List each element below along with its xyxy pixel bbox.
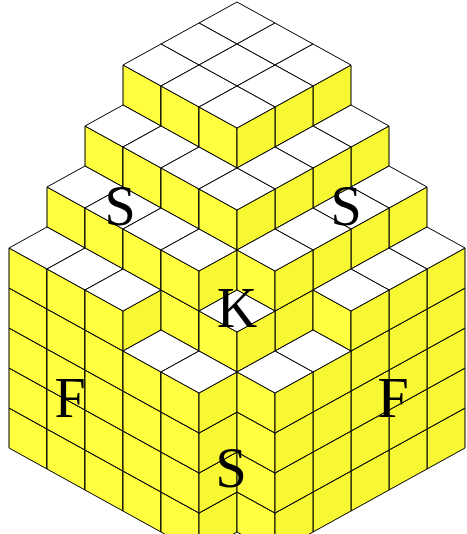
face-letter: S (215, 440, 246, 496)
face-letter: F (377, 370, 408, 426)
cube-top-face (161, 351, 237, 393)
cube-top-face (313, 269, 389, 311)
face-letter: S (104, 178, 135, 234)
face-letter: K (217, 280, 257, 336)
face-letter: S (330, 178, 361, 234)
cube-top-face (85, 269, 161, 311)
face-letter: F (54, 370, 85, 426)
cube-top-face (237, 229, 313, 271)
cube-top-face (237, 351, 313, 393)
cube-top-face (199, 168, 275, 210)
cube-top-face (161, 229, 237, 271)
cube-top-face (199, 86, 275, 128)
